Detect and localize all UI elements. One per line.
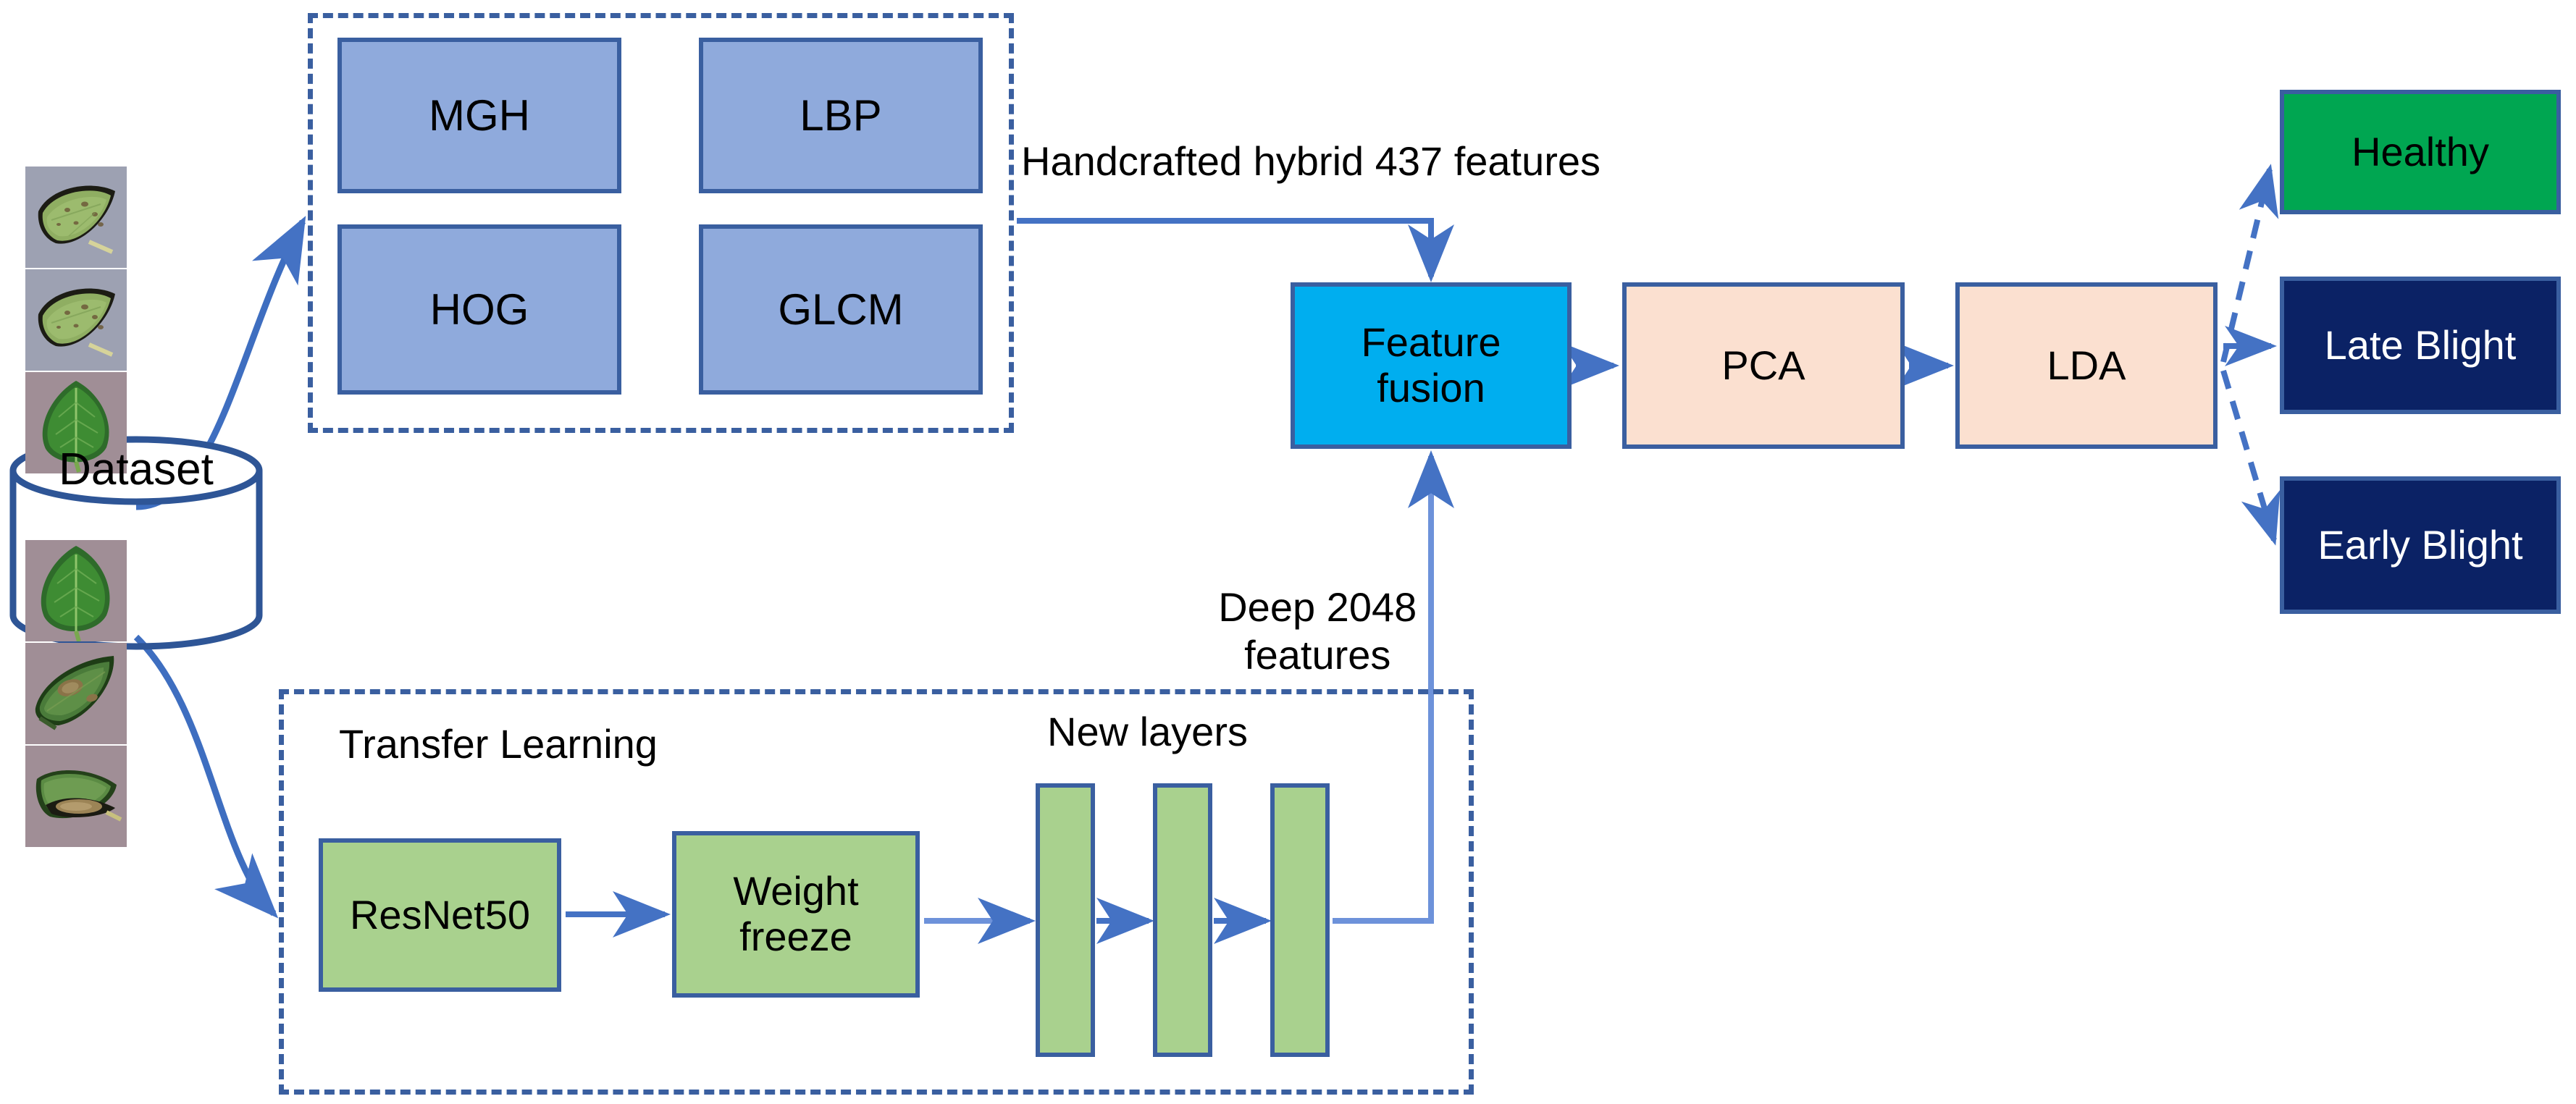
class-box-early-blight-label: Early Blight (2317, 521, 2523, 568)
feature-box-mgh-label: MGH (429, 90, 530, 140)
leaf-sample-6 (25, 746, 127, 847)
feature-box-glcm-label: GLCM (778, 285, 904, 334)
leaf-sample-2 (25, 269, 127, 371)
transfer-learning-label: Transfer Learning (339, 721, 658, 767)
feature-fusion-box[interactable]: Feature fusion (1291, 282, 1572, 449)
class-box-late-blight[interactable]: Late Blight (2280, 277, 2561, 414)
connector-handcrafted-to-fusion (1017, 218, 1454, 282)
tl-box-weight-freeze[interactable]: Weight freeze (672, 831, 920, 998)
class-box-healthy[interactable]: Healthy (2280, 90, 2561, 214)
deep-features-label-line1: Deep 2048 (1218, 584, 1417, 631)
deep-features-label: Deep 2048 features (1173, 536, 1417, 727)
handcrafted-feature-group (308, 13, 1014, 433)
tl-box-weight-freeze-label-line2: freeze (739, 914, 852, 959)
dataset-cylinder (6, 434, 267, 655)
connector-lda-to-early-blight (2220, 369, 2281, 546)
feature-box-hog-label: HOG (429, 285, 529, 334)
feature-box-mgh[interactable]: MGH (337, 38, 621, 193)
feature-box-lbp-label: LBP (800, 90, 882, 140)
new-layer-3[interactable] (1270, 783, 1330, 1057)
leaf-sample-3 (25, 372, 127, 473)
new-layers-label: New layers (1047, 709, 1248, 754)
connector-lda-to-healthy (2220, 164, 2279, 363)
feature-box-glcm[interactable]: GLCM (699, 224, 983, 395)
class-box-healthy-label: Healthy (2351, 128, 2489, 174)
pca-box[interactable]: PCA (1622, 282, 1905, 449)
tl-box-resnet50-label: ResNet50 (349, 891, 531, 937)
lda-box[interactable]: LDA (1955, 282, 2218, 449)
new-layer-2[interactable] (1153, 783, 1212, 1057)
leaf-sample-4 (25, 540, 127, 641)
database-cylinder-icon (9, 436, 263, 650)
class-box-late-blight-label: Late Blight (2324, 321, 2517, 368)
class-box-early-blight[interactable]: Early Blight (2280, 476, 2561, 614)
feature-box-lbp[interactable]: LBP (699, 38, 983, 193)
feature-box-hog[interactable]: HOG (337, 224, 621, 395)
leaf-sample-1 (25, 167, 127, 268)
tl-box-resnet50[interactable]: ResNet50 (319, 838, 561, 992)
transfer-learning-group (279, 689, 1474, 1095)
feature-fusion-label-line2: fusion (1377, 365, 1485, 410)
lda-label: LDA (2047, 342, 2126, 388)
feature-fusion-label-line1: Feature (1361, 319, 1501, 366)
connector-dataset-to-transfer-learning (133, 634, 279, 919)
pca-label: PCA (1721, 342, 1805, 388)
dataset-label: Dataset (59, 444, 214, 494)
new-layer-1[interactable] (1036, 783, 1095, 1057)
handcrafted-output-label: Handcrafted hybrid 437 features (1021, 138, 1601, 184)
connector-deep-features-to-fusion (1333, 450, 1454, 924)
leaf-sample-5 (25, 643, 127, 744)
tl-box-weight-freeze-label-line1: Weight (733, 868, 859, 914)
deep-features-label-line2: features (1244, 632, 1391, 678)
